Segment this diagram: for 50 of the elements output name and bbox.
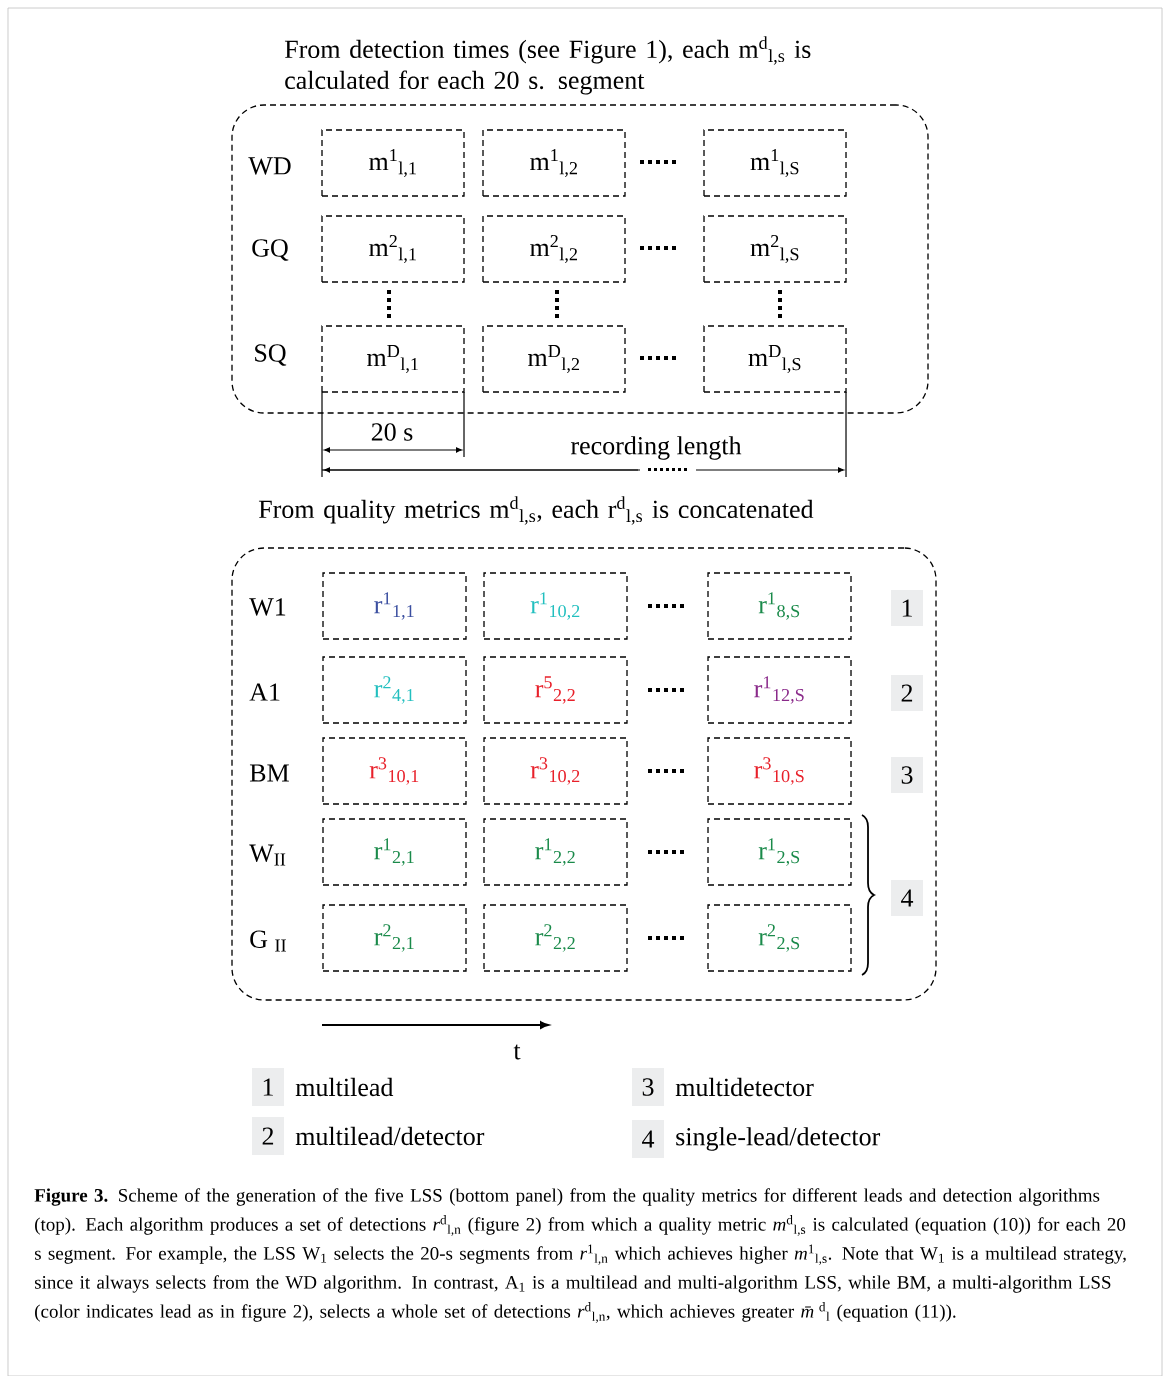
legend-text: multidetector — [675, 1077, 814, 1097]
segment-box: r$^{1}$12,S — [707, 656, 852, 724]
segment-box: r$^{1}$2,2 — [483, 818, 628, 886]
row-label: WD — [248, 157, 291, 175]
number-badge: 4 — [891, 880, 923, 916]
segment-box: m$^{D}$l,1 — [321, 325, 465, 393]
number-badge: 3 — [632, 1068, 664, 1106]
segment-box: r$^{1}$2,S — [707, 818, 852, 886]
segment-box: r$^{1}$10,2 — [483, 572, 628, 640]
segment-box: r$^{1}$2,1 — [322, 818, 467, 886]
number-badge: 1 — [891, 590, 923, 626]
segment-box: r$^{3}$10,S — [707, 737, 852, 805]
row-label: W1 — [249, 598, 286, 616]
segment-box: r$^{2}$2,2 — [483, 904, 628, 972]
segment-box: m$^{1}$l,1 — [321, 129, 465, 197]
segment-box: r$^{3}$10,1 — [322, 737, 467, 805]
row-label: SQ — [255, 344, 287, 366]
segment-box: r$^{5}$2,2 — [483, 656, 628, 724]
segment-box: r$^{1}$8,S — [707, 572, 852, 640]
legend-text: single-lead/detector — [676, 1127, 881, 1151]
segment-box: r$^{3}$10,2 — [483, 737, 628, 805]
dimension-label: recording length — [570, 436, 742, 460]
segment-box: r$^{1}$1,1 — [322, 572, 467, 640]
segment-box: r$^{2}$2,S — [707, 904, 852, 972]
segment-box: m$^{2}$l,S — [703, 215, 847, 283]
panel-heading: From quality metrics m$^{d}$$_{l,s}$, each r$^{d}$$_{l,s}$ is concatenated — [258, 496, 814, 525]
row-label: BM — [249, 764, 289, 782]
segment-box: m$^{D}$l,S — [703, 325, 847, 393]
panel-heading: From detection times (see Figure 1), each m$^{d}$$_{l,s}$ is calculated for each 20 s. segment — [284, 36, 811, 95]
legend-text: multilead — [295, 1077, 394, 1097]
dimension-label: 20 s — [371, 423, 413, 441]
figure-caption: Figure 3. Scheme of the generation of the five LSS (bottom panel) from the quality metrics for different leads and detection algorithms (top). Each algorithm produces a set of detections r$^{d}$$_{l,n}$ (figure 2) from which a quality metric m$^{d}$$_{l,s}$ is calculated (equation (10)) for each 20 s segment. For example, the LSS W$_{1}$ selects the 20-s segments from r$^{1}$$_{l,n}$ which achieves higher m$^{1}$$_{l,s}$. Note that W$_{1}$ is a multilead strategy, since it always selects from the WD algorithm. In contrast, A$_{1}$ is a multilead and multi-algorithm LSS, while BM, a multi-algorithm LSS (color indicates lead as in figure 2), selects a whole set of detections r$^{d}$$_{l,n}$, which achieves greater m̄$^{d}$$_{l}$ (equation (11)). — [34, 1188, 1126, 1323]
number-badge: 1 — [252, 1068, 284, 1106]
number-badge: 2 — [252, 1117, 284, 1155]
segment-box: m$^{1}$l,S — [703, 129, 847, 197]
number-badge: 3 — [891, 757, 923, 793]
number-badge: 4 — [632, 1120, 664, 1158]
axis-label: t — [513, 1044, 521, 1060]
row-label: A1 — [249, 683, 280, 701]
legend-text: multilead/detector — [295, 1126, 485, 1146]
segment-box: r$^{2}$4,1 — [322, 656, 467, 724]
segment-box: m$^{D}$l,2 — [482, 325, 626, 393]
row-label: W$_{II}$ — [249, 844, 286, 866]
segment-box: r$^{2}$2,1 — [322, 904, 467, 972]
segment-box: m$^{2}$l,2 — [482, 215, 626, 283]
segment-box: m$^{2}$l,1 — [321, 215, 465, 283]
segment-box: m$^{1}$l,2 — [482, 129, 626, 197]
number-badge: 2 — [891, 675, 923, 711]
row-label: GQ — [252, 239, 289, 261]
row-label: G $_{II}$ — [250, 930, 286, 952]
